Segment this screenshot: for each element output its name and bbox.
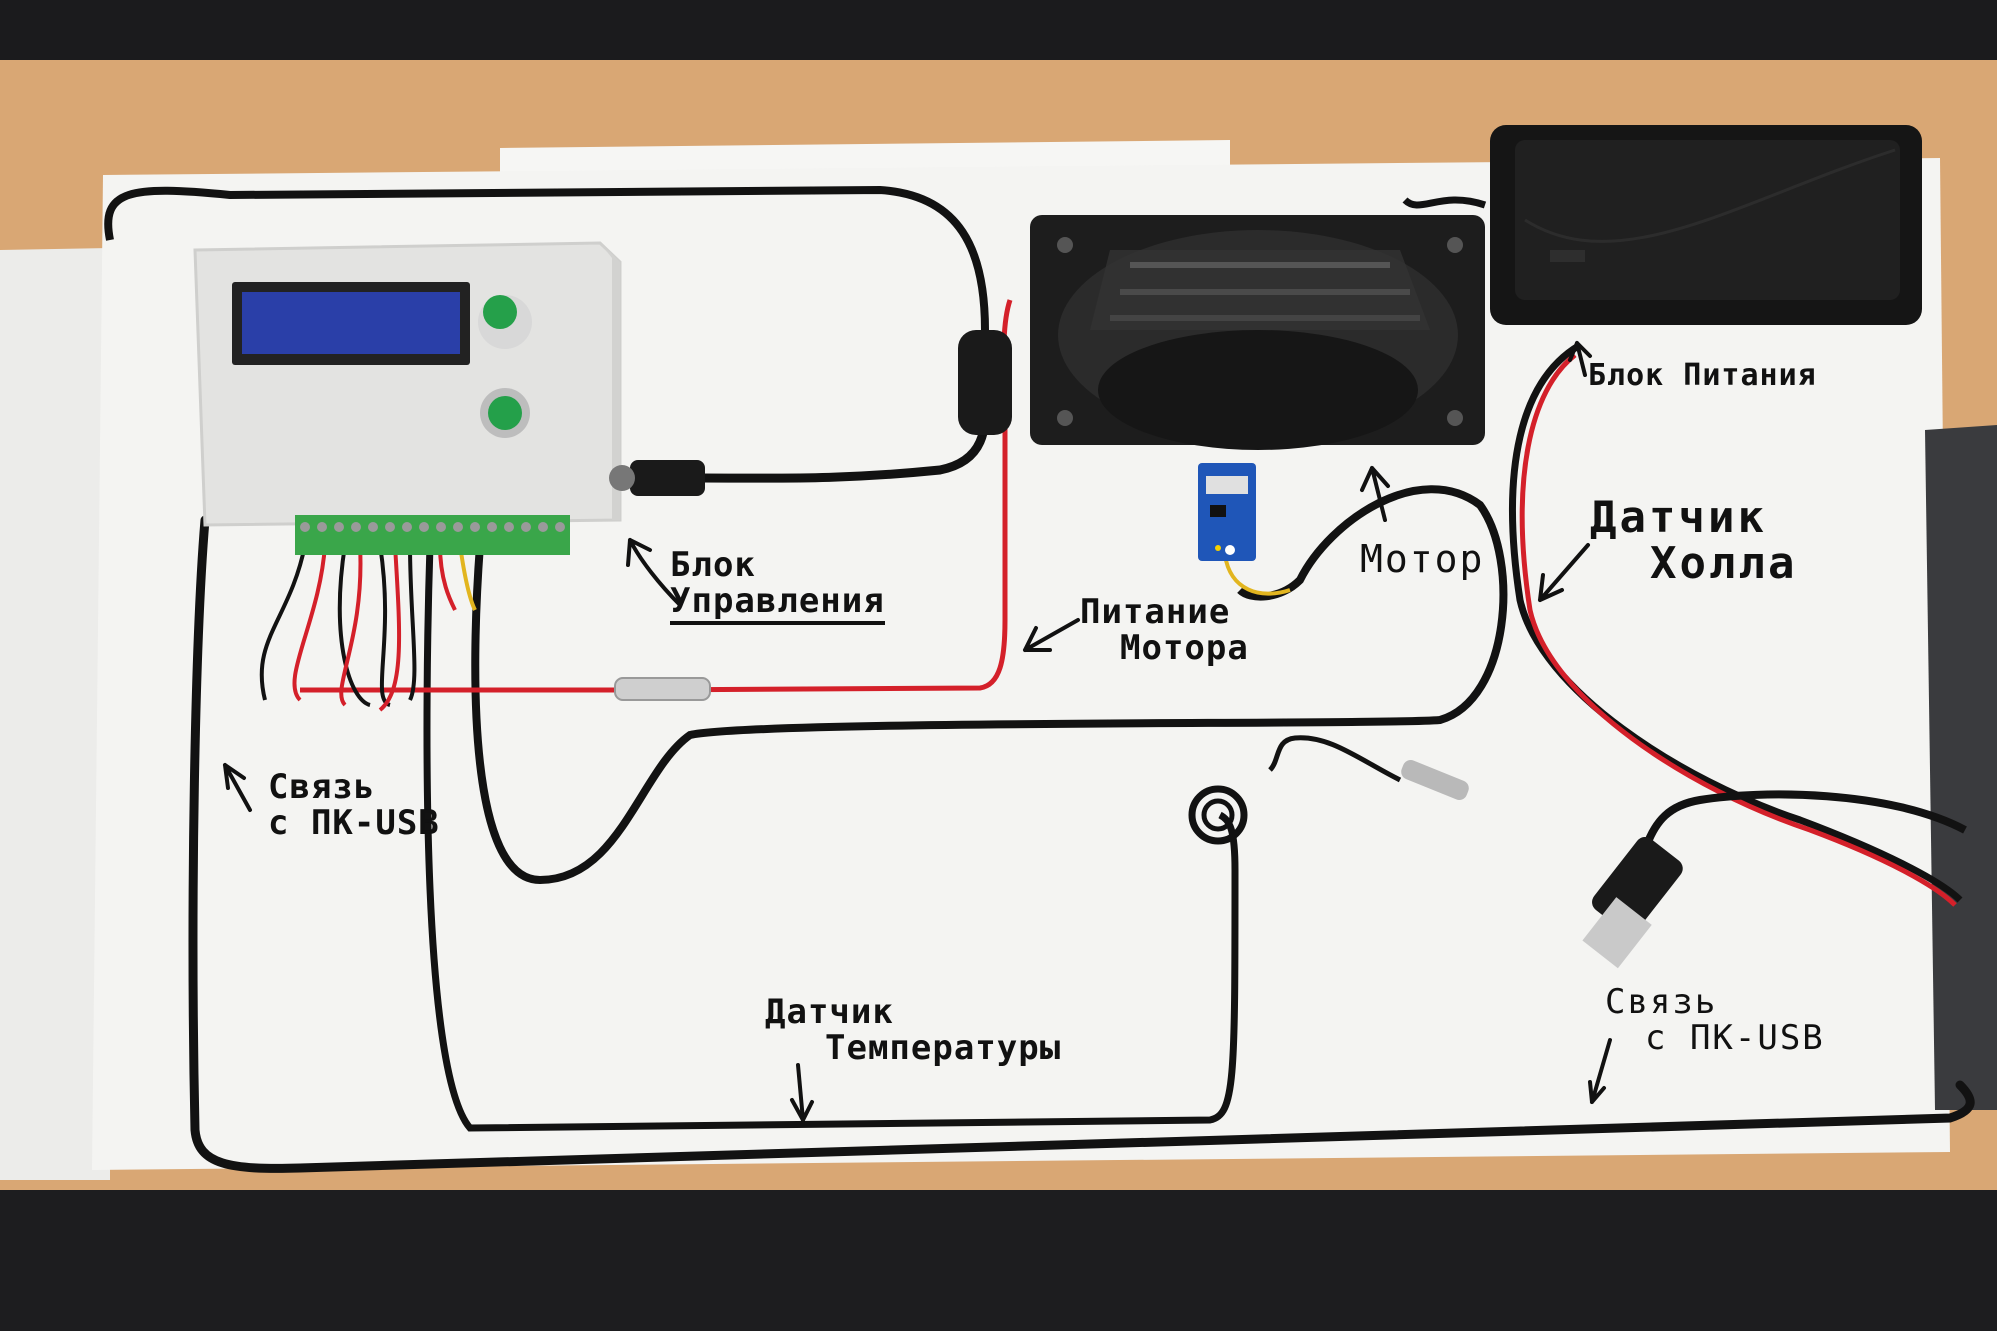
dc-socket xyxy=(609,465,635,491)
paper-sheet-left xyxy=(0,248,110,1180)
label-motor: Мотор xyxy=(1360,537,1485,581)
label-control-unit: Блок Управления xyxy=(670,545,885,626)
label-motor-line1: Мотор xyxy=(1360,537,1485,581)
paper-sheet-top xyxy=(500,140,1230,175)
label-motor-power-line1: Питание xyxy=(1080,592,1231,632)
label-pc-link-left-line1: Связь xyxy=(268,767,376,807)
label-pc-link-right: Связь с ПК-USB xyxy=(1605,982,1825,1058)
label-control-unit-line2: Управления xyxy=(670,583,885,626)
temp-cable-coil-inner xyxy=(1201,798,1235,832)
fan-motor xyxy=(1030,215,1485,450)
lcd-screen xyxy=(242,292,460,354)
hall-sensor-wires xyxy=(1223,554,1291,596)
dc-jack-plug xyxy=(630,460,705,496)
label-hall-sensor-line2: Холла xyxy=(1650,538,1798,590)
label-temp-sensor-line2: Температуры xyxy=(825,1027,1062,1068)
push-button xyxy=(488,396,522,430)
hall-sensor-module xyxy=(1198,463,1256,561)
temp-probe-cable xyxy=(423,544,1239,1132)
label-pc-link-right-line1: Связь xyxy=(1605,982,1718,1022)
control-unit xyxy=(193,241,635,555)
label-power-supply: Блок Питания xyxy=(1588,360,1817,392)
power-supply-cable-red xyxy=(1519,353,1957,907)
annotation-arrows xyxy=(223,341,1612,1122)
usb-cable-to-plug xyxy=(1641,790,1967,852)
label-hall-sensor: Датчик Холла xyxy=(1590,492,1798,590)
label-control-unit-line1: Блок xyxy=(670,545,756,585)
label-motor-power-line2: Мотора xyxy=(1120,627,1249,668)
power-supply-output-cable xyxy=(1402,196,1487,209)
ferrite-bead xyxy=(958,330,1012,435)
top-black-cable xyxy=(104,185,989,385)
usb-cable-loop xyxy=(188,515,1975,1173)
temp-probe-tip xyxy=(1401,760,1469,800)
label-temp-sensor: Датчик Температуры xyxy=(765,992,1062,1068)
temp-probe-lead xyxy=(1268,735,1402,783)
label-hall-sensor-line1: Датчик xyxy=(1590,492,1767,543)
label-temp-sensor-line1: Датчик xyxy=(765,992,894,1032)
temp-cable-coil xyxy=(1188,785,1248,845)
terminal-screws xyxy=(300,522,565,532)
hall-sensor-cable xyxy=(471,485,1508,885)
terminal-block xyxy=(295,515,570,555)
usb-plug xyxy=(1582,836,1683,969)
label-pc-link-left-line2: с ПК-USB xyxy=(268,802,440,843)
laptop-edge xyxy=(1925,425,1997,1110)
dark-background-bottom xyxy=(0,1190,1997,1331)
label-power-supply-line1: Блок Питания xyxy=(1588,358,1817,393)
label-pc-link-left: Связь с ПК-USB xyxy=(268,767,440,843)
label-motor-power: Питание Мотора xyxy=(1080,592,1249,668)
terminal-wiring xyxy=(259,544,477,712)
potentiometer-knob-cap xyxy=(483,295,517,329)
wire-splice-sleeve xyxy=(614,677,711,701)
power-supply-brick xyxy=(1490,125,1922,325)
label-pc-link-right-line2: с ПК-USB xyxy=(1645,1017,1825,1058)
